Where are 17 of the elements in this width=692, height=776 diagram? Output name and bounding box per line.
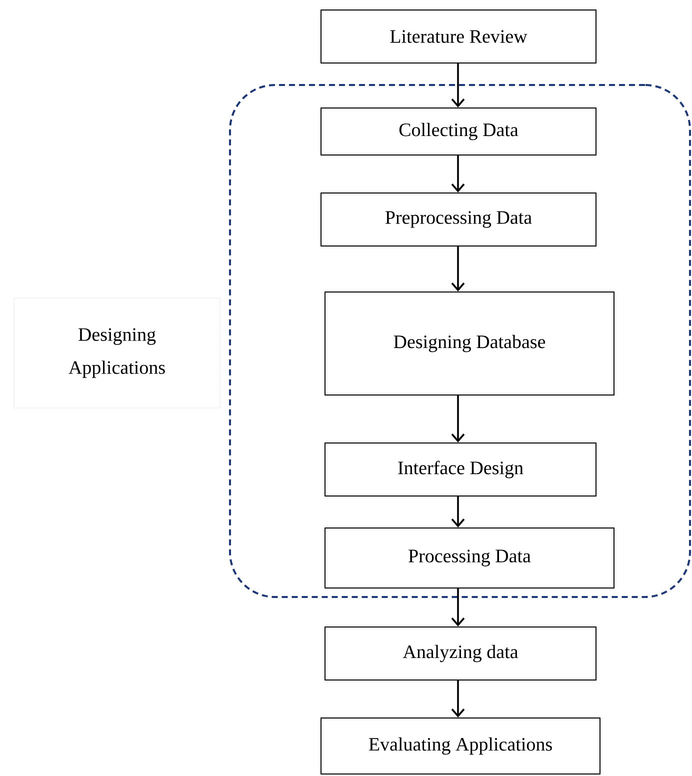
label-box: Designing Applications bbox=[14, 298, 220, 408]
process-box: Evaluating Applications bbox=[320, 718, 600, 774]
arrow bbox=[451, 680, 465, 718]
arrow bbox=[451, 496, 465, 528]
arrow bbox=[451, 588, 465, 626]
process-box: Processing Data bbox=[324, 528, 614, 588]
process-box: Analyzing data bbox=[324, 626, 596, 680]
arrow bbox=[451, 64, 465, 108]
process-box: Preprocessing Data bbox=[320, 192, 596, 246]
process-box: Collecting Data bbox=[320, 108, 596, 156]
dashed-group-outline bbox=[229, 84, 691, 598]
process-box: Literature Review bbox=[320, 10, 596, 64]
process-box: Interface Design bbox=[324, 442, 596, 496]
process-box: Designing Database bbox=[324, 292, 614, 396]
arrow bbox=[451, 156, 465, 192]
arrow bbox=[451, 246, 465, 292]
arrow bbox=[451, 396, 465, 442]
